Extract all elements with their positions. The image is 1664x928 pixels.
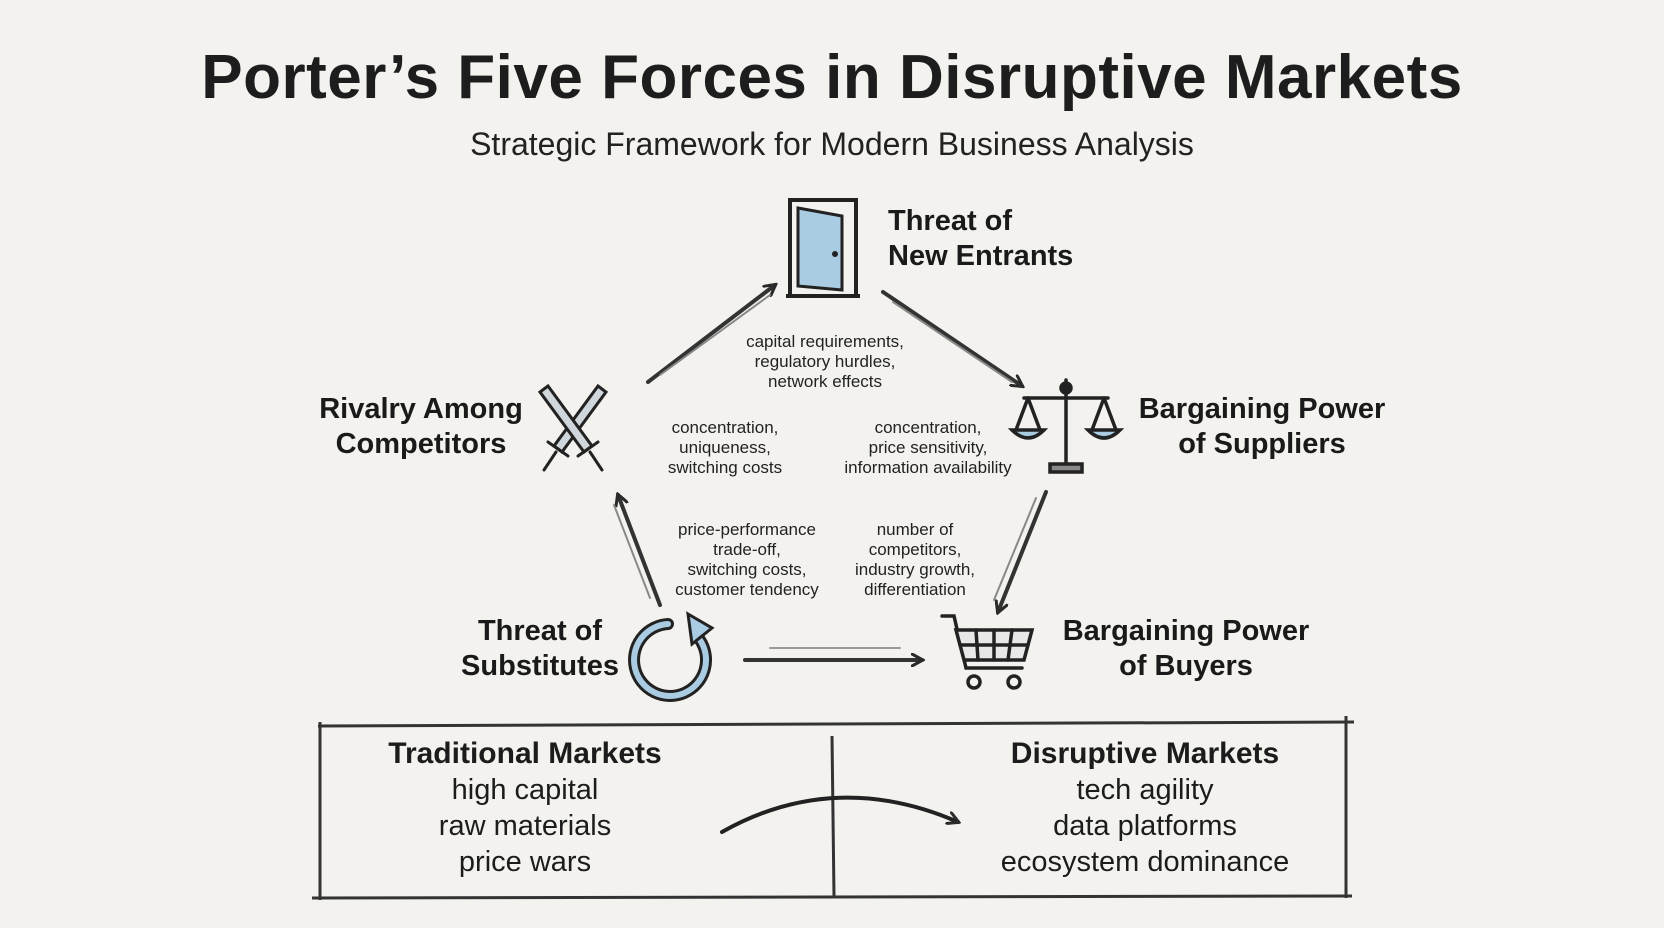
factors-buyers: concentration, price sensitivity, inform… xyxy=(844,418,1012,477)
list-item: data platforms xyxy=(1053,810,1237,842)
list-item: high capital xyxy=(451,774,599,806)
list-item: raw materials xyxy=(438,810,612,842)
arrow-suppliers-to-buyers xyxy=(993,490,1048,612)
arrow-rivalry-to-entrants xyxy=(646,285,775,384)
scales-icon xyxy=(1007,378,1125,474)
page-title: Porter’s Five Forces in Disruptive Marke… xyxy=(201,43,1463,112)
traditional-markets-heading: Traditional Markets xyxy=(388,737,662,770)
factors-new-entrants: capital requirements, regulatory hurdles… xyxy=(746,332,904,391)
factors-rivalry: number of competitors, industry growth, … xyxy=(855,520,975,599)
comparison-box xyxy=(311,716,1355,900)
arrow-entrants-to-suppliers xyxy=(881,290,1022,386)
crossed-swords-icon xyxy=(537,383,609,472)
disruptive-markets-heading: Disruptive Markets xyxy=(1010,737,1280,770)
label-buyers: Bargaining Power of Buyers xyxy=(1062,615,1310,682)
factors-substitutes: price-performance trade-off, switching c… xyxy=(675,520,819,599)
list-item: tech agility xyxy=(1076,774,1214,806)
label-rivalry: Rivalry Among Competitors xyxy=(319,393,523,460)
factors-suppliers: concentration, uniqueness, switching cos… xyxy=(667,418,783,477)
transition-arrow xyxy=(720,795,958,834)
traditional-markets-panel: Traditional Markets high capital raw mat… xyxy=(340,736,710,880)
arrow-substitutes-to-rivalry xyxy=(613,495,662,607)
door-icon xyxy=(786,198,860,298)
list-item: price wars xyxy=(458,846,592,878)
arrow-substitutes-to-buyers xyxy=(743,647,922,660)
label-new-entrants: Threat of New Entrants xyxy=(888,205,1074,272)
label-substitutes: Threat of Substitutes xyxy=(461,615,619,682)
label-suppliers: Bargaining Power of Suppliers xyxy=(1138,393,1386,460)
cycle-arrow-icon xyxy=(628,611,715,702)
disruptive-markets-panel: Disruptive Markets tech agility data pla… xyxy=(960,736,1330,880)
page-subtitle: Strategic Framework for Modern Business … xyxy=(470,126,1194,162)
list-item: ecosystem dominance xyxy=(1000,846,1290,878)
shopping-cart-icon xyxy=(940,614,1035,690)
